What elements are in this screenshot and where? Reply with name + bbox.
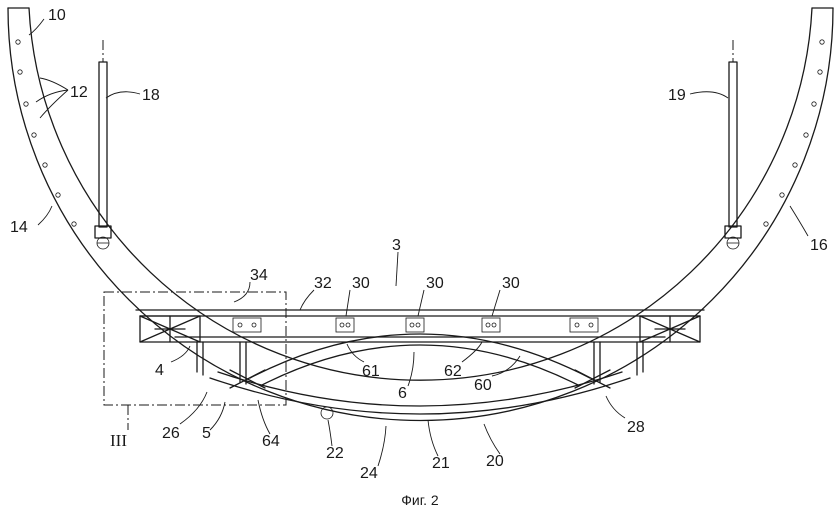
detail-frame-III bbox=[103, 291, 287, 406]
label-60: 60 bbox=[474, 377, 492, 394]
label-20: 20 bbox=[486, 453, 504, 470]
rod-18 bbox=[94, 40, 112, 250]
label-64: 64 bbox=[262, 433, 280, 450]
figure-caption: Фиг. 2 bbox=[401, 492, 439, 508]
label-32: 32 bbox=[314, 275, 332, 292]
floor-beam bbox=[135, 309, 705, 343]
label-16: 16 bbox=[810, 237, 828, 254]
lower-floor bbox=[209, 371, 631, 415]
rod-19 bbox=[724, 40, 742, 250]
label-III: III bbox=[110, 431, 127, 450]
pipe-22 bbox=[320, 406, 334, 420]
label-22: 22 bbox=[326, 445, 344, 462]
fuselage-outer-skin bbox=[7, 7, 834, 422]
leader-lines bbox=[28, 18, 809, 467]
label-34: 34 bbox=[250, 267, 268, 284]
seat-rail-fittings bbox=[232, 317, 599, 333]
label-30-c: 30 bbox=[502, 275, 520, 292]
label-12: 12 bbox=[70, 84, 88, 101]
label-5: 5 bbox=[202, 425, 211, 442]
label-6: 6 bbox=[398, 385, 407, 402]
arch-structure bbox=[249, 333, 591, 386]
right-truss bbox=[639, 315, 701, 343]
label-26: 26 bbox=[162, 425, 180, 442]
label-19: 19 bbox=[668, 87, 686, 104]
label-14: 14 bbox=[10, 219, 28, 236]
struts bbox=[196, 341, 644, 389]
stringers bbox=[15, 39, 825, 227]
label-18: 18 bbox=[142, 87, 160, 104]
label-4: 4 bbox=[155, 362, 164, 379]
reference-labels: 10 12 18 19 14 16 3 34 32 30 30 30 4 61 … bbox=[10, 7, 828, 482]
left-truss bbox=[139, 315, 201, 343]
label-30-a: 30 bbox=[352, 275, 370, 292]
label-30-b: 30 bbox=[426, 275, 444, 292]
label-62: 62 bbox=[444, 363, 462, 380]
fuselage-inner-skin bbox=[28, 7, 813, 381]
label-28: 28 bbox=[627, 419, 645, 436]
label-61: 61 bbox=[362, 363, 380, 380]
label-21: 21 bbox=[432, 455, 450, 472]
label-10: 10 bbox=[48, 7, 66, 24]
label-3: 3 bbox=[392, 237, 401, 254]
label-24: 24 bbox=[360, 465, 378, 482]
